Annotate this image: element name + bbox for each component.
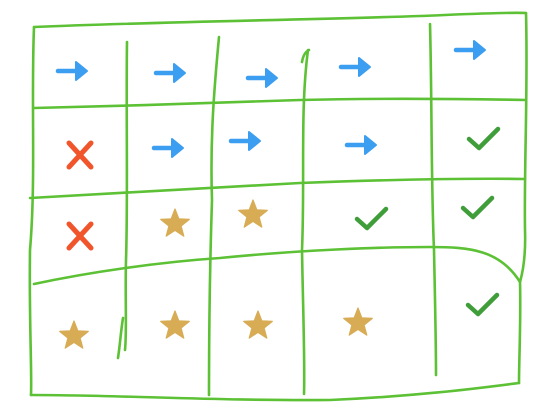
checkmark-icon [465,292,500,317]
grid-col-line-4 [428,22,438,377]
star-icon [238,199,268,228]
grid-col-stroke-1b [116,316,125,360]
checkmark-icon [354,206,389,231]
star-icon [160,208,190,237]
cell-icons [55,40,501,349]
grid-border-left [28,25,36,397]
grid-row-line-2 [28,177,527,200]
arrow-right-icon [344,135,377,155]
cross-icon [66,140,94,170]
grid-row-line-1 [32,97,528,110]
checkmark-icon [460,195,495,220]
grid-border-top [32,11,528,29]
arrow-right-icon [153,63,186,83]
cross-icon [66,221,94,251]
grid-row-line-3 [32,245,522,286]
arrow-right-icon [245,68,278,88]
grid-col-line-2 [207,35,221,397]
star-icon [160,310,190,339]
grid-col-tick-3 [300,48,311,64]
star-icon [243,310,273,339]
star-icon [59,320,89,349]
grid-col-line-1 [123,40,129,352]
arrow-right-icon [55,61,88,81]
checkmark-icon [466,126,501,151]
star-icon [343,307,373,336]
arrow-right-icon [151,138,184,158]
grid-col-line-3 [300,48,310,396]
arrow-right-icon [453,40,486,60]
arrow-right-icon [228,131,261,151]
grid-border-bottom [29,381,521,402]
arrow-right-icon [338,57,371,77]
grid-lines [28,11,528,402]
